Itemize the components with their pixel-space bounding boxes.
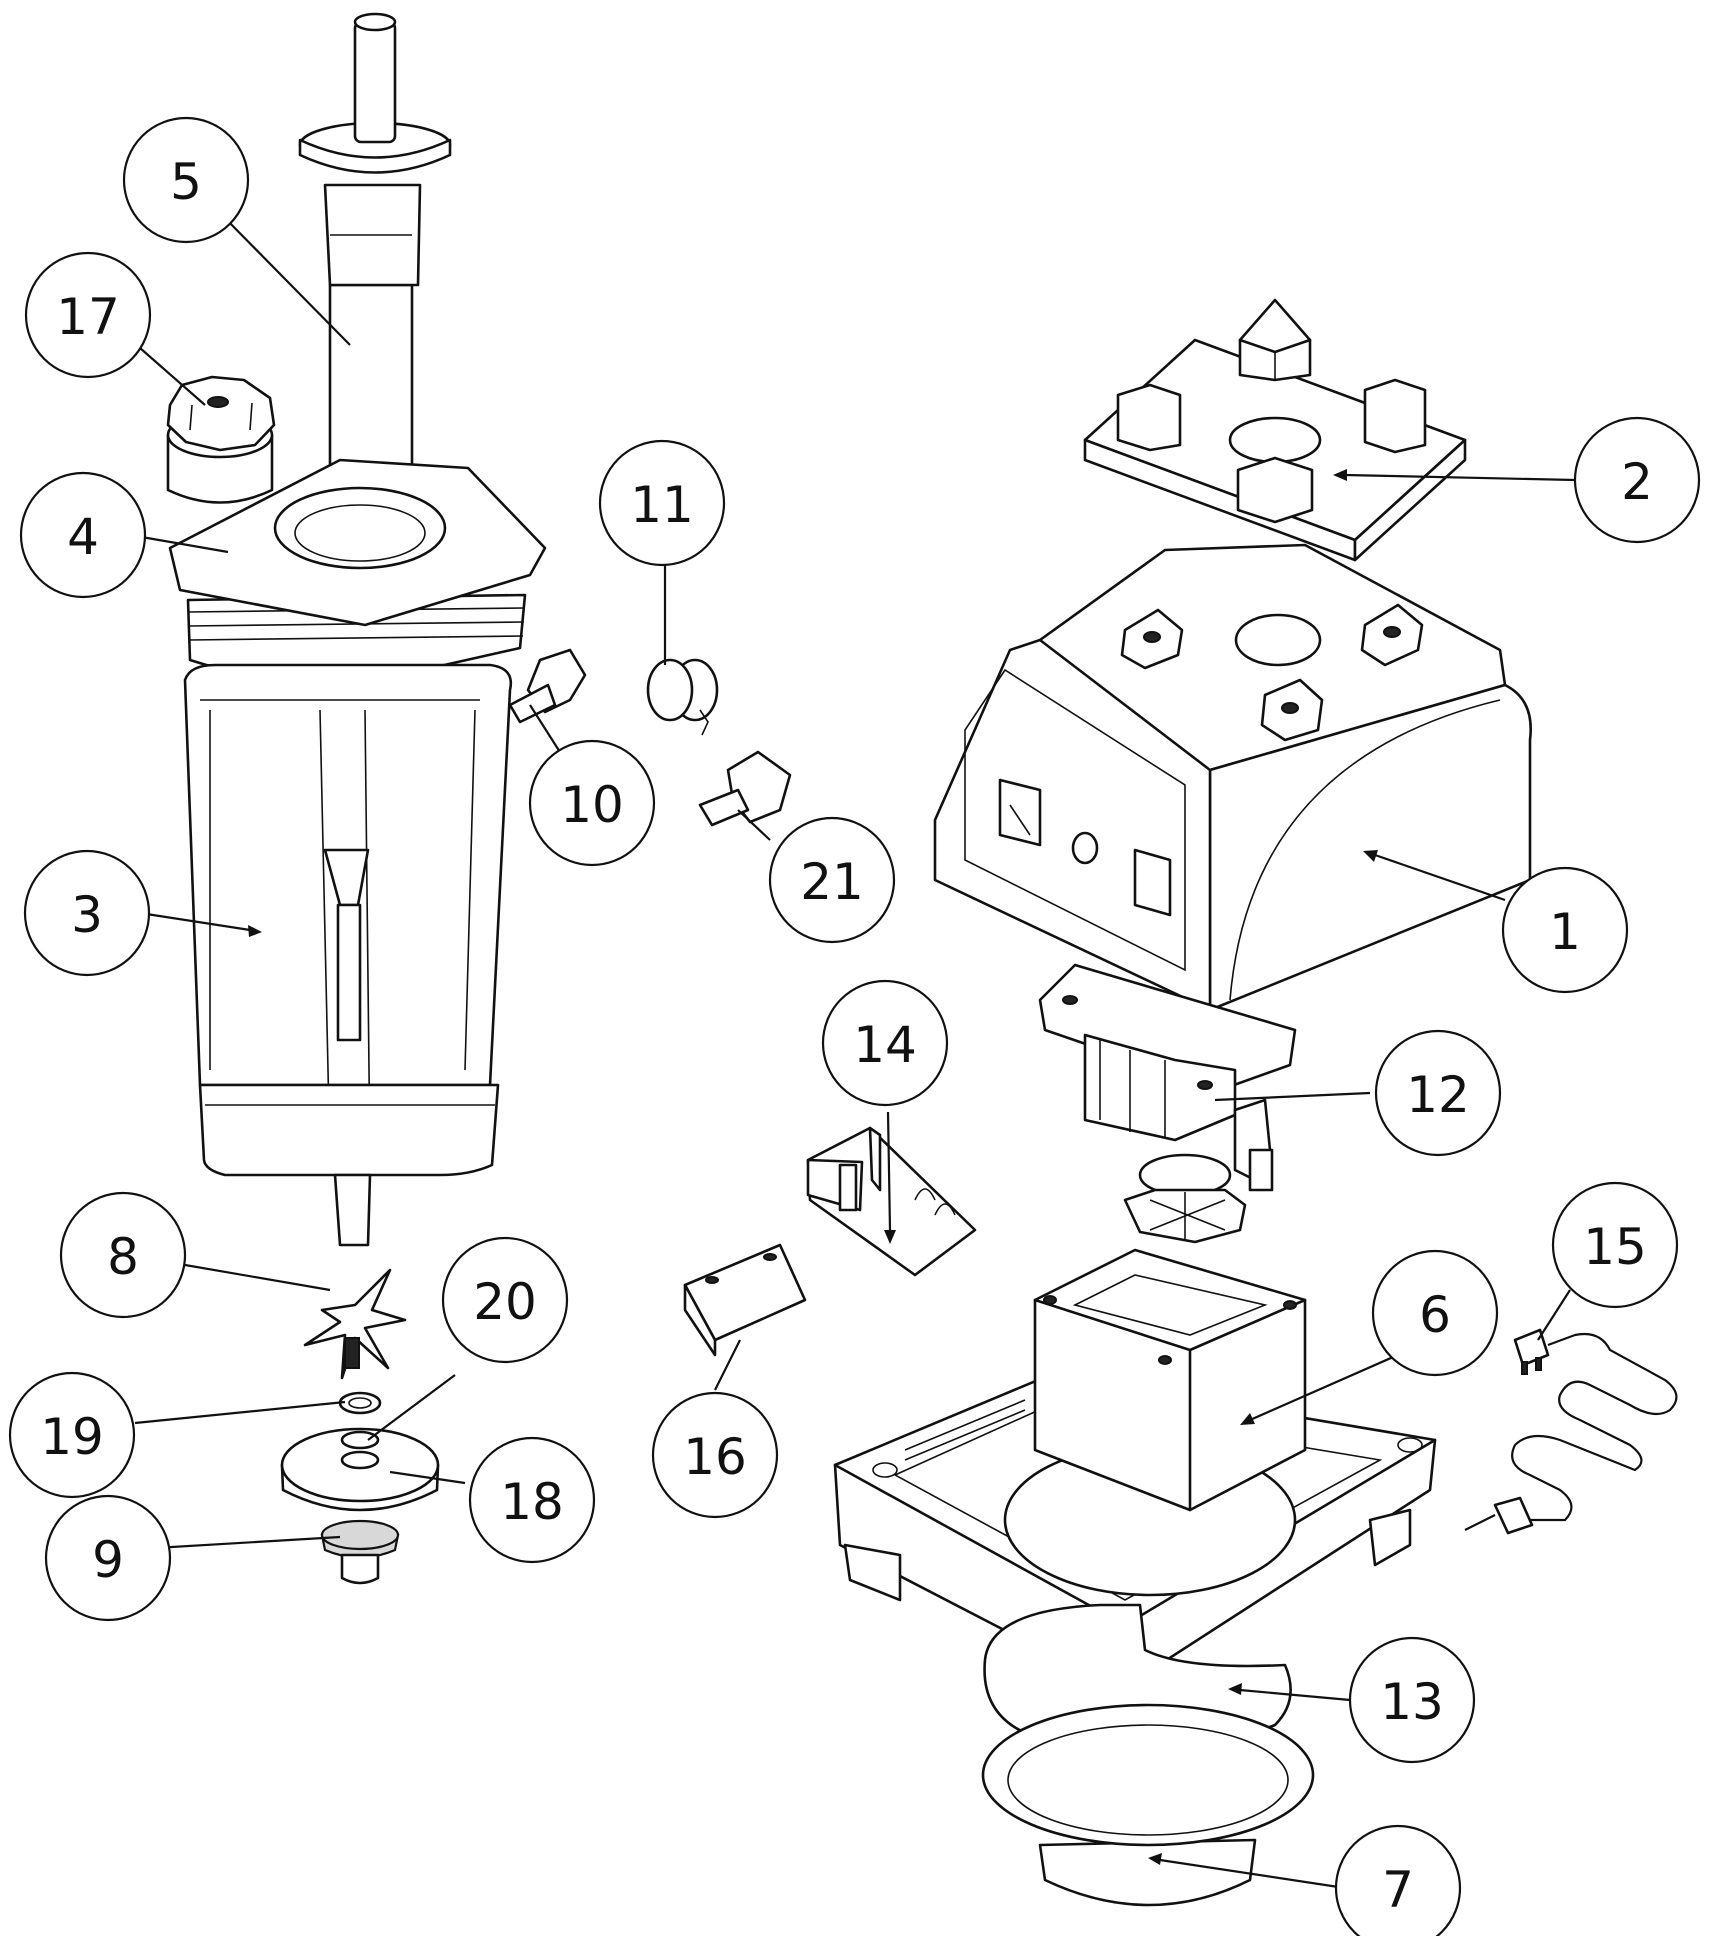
callout-10: 10	[528, 739, 656, 867]
svg-text:20: 20	[473, 1273, 537, 1331]
callout-1: 1	[1501, 866, 1629, 994]
callout-17: 17	[24, 251, 152, 379]
svg-text:12: 12	[1406, 1066, 1470, 1124]
svg-text:8: 8	[107, 1228, 139, 1286]
part-21-switch	[698, 750, 792, 827]
svg-text:11: 11	[630, 476, 694, 534]
svg-text:16: 16	[683, 1428, 747, 1486]
callout-5: 5	[122, 116, 250, 244]
callout-14: 14	[821, 979, 949, 1107]
leader-17	[139, 347, 206, 406]
part-5-tamper	[298, 12, 452, 567]
callout-3: 3	[23, 849, 151, 977]
callout-4: 4	[19, 471, 147, 599]
leader-13	[1239, 1688, 1351, 1702]
callout-20: 20	[441, 1236, 569, 1364]
part-11-knob	[646, 658, 719, 736]
svg-text:17: 17	[56, 288, 120, 346]
callout-16: 16	[651, 1391, 779, 1519]
svg-text:19: 19	[40, 1408, 104, 1466]
callout-12: 12	[1374, 1029, 1502, 1157]
leader-21	[737, 809, 771, 841]
callout-balloons: 1 2 3 4 5 6 7 8 9 10 11 12 13 14 15 16 1…	[8, 116, 1701, 1936]
leader-12	[1214, 1091, 1371, 1102]
leader-7	[1159, 1858, 1346, 1890]
part-17-vent-cap	[166, 375, 276, 504]
svg-text:6: 6	[1419, 1286, 1451, 1344]
leader-3	[139, 911, 251, 932]
callout-19: 19	[8, 1371, 136, 1499]
leader-lines	[129, 214, 1576, 1890]
leader-16	[714, 1339, 741, 1391]
part-1-motor-housing	[933, 543, 1532, 1012]
svg-text:3: 3	[71, 886, 103, 944]
svg-text:13: 13	[1380, 1673, 1444, 1731]
part-19-o-ring	[338, 1391, 382, 1415]
part-16-capacitor	[683, 1243, 807, 1357]
leader-1	[1374, 853, 1506, 902]
part-9-bearing-nut	[320, 1519, 400, 1585]
part-3-jar	[183, 663, 513, 1247]
callout-18: 18	[468, 1436, 596, 1564]
svg-text:21: 21	[800, 853, 864, 911]
callout-11: 11	[598, 439, 726, 567]
leader-18	[389, 1470, 466, 1485]
leader-15	[1537, 1289, 1571, 1341]
callout-15: 15	[1551, 1181, 1679, 1309]
svg-text:14: 14	[853, 1016, 917, 1074]
part-12-motor	[1038, 963, 1297, 1244]
callout-7: 7	[1334, 1824, 1462, 1936]
callout-21: 21	[768, 816, 896, 944]
leader-14	[886, 1111, 892, 1231]
svg-text:7: 7	[1382, 1861, 1414, 1919]
callout-13: 13	[1348, 1636, 1476, 1764]
leader-2	[1344, 473, 1576, 482]
callout-9: 9	[44, 1494, 172, 1622]
svg-text:10: 10	[560, 776, 624, 834]
leader-5	[221, 214, 351, 346]
part-14-pcb-bracket	[806, 1126, 977, 1277]
part-18-bearing-base	[280, 1427, 440, 1512]
svg-text:1: 1	[1549, 903, 1581, 961]
leader-9	[154, 1535, 341, 1550]
part-15-power-cord	[1464, 1328, 1678, 1535]
part-8-blade	[303, 1268, 407, 1380]
part-2-coupler-plate	[1083, 298, 1467, 587]
leader-20	[367, 1374, 456, 1441]
svg-text:9: 9	[92, 1531, 124, 1589]
part-4-lid	[168, 458, 547, 682]
svg-text:4: 4	[67, 508, 99, 566]
svg-text:18: 18	[500, 1473, 564, 1531]
svg-text:5: 5	[170, 153, 202, 211]
leader-19	[134, 1400, 346, 1425]
svg-text:15: 15	[1583, 1218, 1647, 1276]
callout-2: 2	[1573, 416, 1701, 544]
part-7-foot-ring	[981, 1703, 1315, 1907]
leader-4	[129, 533, 229, 554]
part-6-base	[833, 1248, 1437, 1742]
part-10-clip	[508, 648, 587, 724]
callout-8: 8	[59, 1191, 187, 1319]
leader-8	[184, 1263, 331, 1292]
svg-text:2: 2	[1621, 453, 1653, 511]
callout-6: 6	[1371, 1249, 1499, 1377]
